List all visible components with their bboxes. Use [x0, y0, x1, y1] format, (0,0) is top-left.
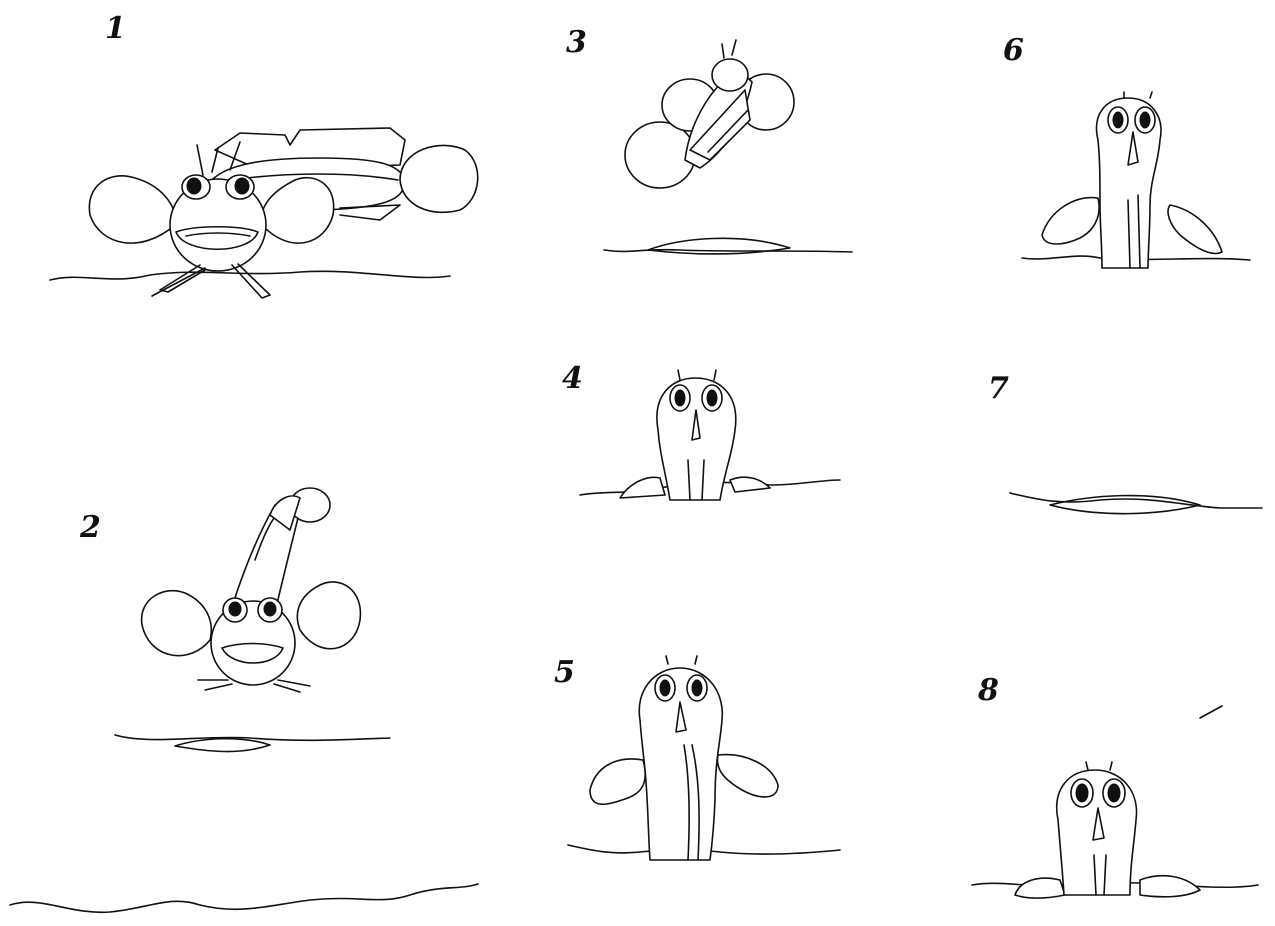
- panel-4-drawing: [580, 370, 840, 500]
- panel-label-1: 1: [105, 11, 126, 46]
- panel-label-4: 4: [562, 361, 583, 396]
- panel-7-drawing: [1010, 493, 1262, 514]
- panel-1-drawing: [50, 128, 478, 298]
- panel-6-drawing: [1022, 92, 1250, 268]
- panel-label-7: 7: [988, 371, 1009, 406]
- panel-label-3: 3: [566, 25, 587, 60]
- stray-mark: [1200, 706, 1222, 718]
- panel-label-5: 5: [554, 655, 575, 690]
- panel-8-drawing: [972, 762, 1258, 898]
- panel-3-drawing: [604, 40, 852, 254]
- panel-2-drawing: [10, 488, 478, 912]
- panel-5-drawing: [568, 656, 840, 860]
- panel-label-6: 6: [1003, 33, 1024, 68]
- panel-label-8: 8: [977, 673, 999, 708]
- panel-label-2: 2: [79, 510, 101, 545]
